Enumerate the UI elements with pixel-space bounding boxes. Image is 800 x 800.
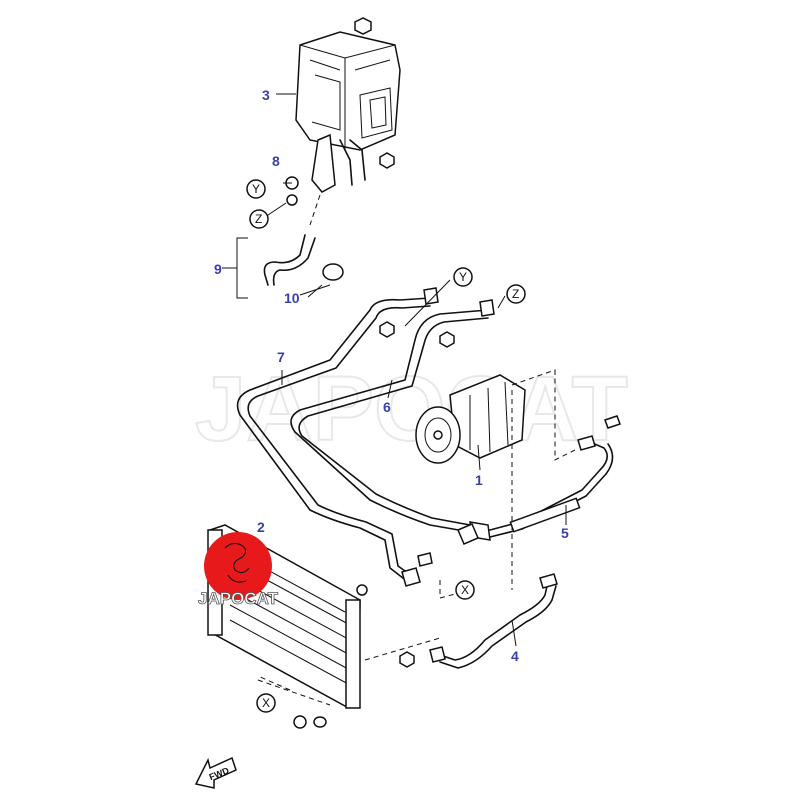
- callout-y-top: Y: [246, 179, 266, 199]
- compressor: [415, 374, 526, 464]
- svg-text:Y: Y: [252, 182, 260, 196]
- svg-text:X: X: [461, 583, 469, 597]
- evaporator-unit: [285, 17, 401, 206]
- svg-text:Z: Z: [255, 212, 262, 226]
- drain-hose: [263, 234, 306, 286]
- fwd-arrow-icon: FWD: [194, 756, 237, 789]
- label-part-3: 3: [262, 87, 270, 103]
- svg-text:Z: Z: [512, 287, 519, 301]
- label-part-10: 10: [284, 290, 300, 306]
- callout-x-pipe: X: [455, 580, 475, 600]
- callout-y-pipe: Y: [453, 267, 473, 287]
- label-part-1: 1: [475, 472, 483, 488]
- watermark-text: JAPOCAT: [195, 358, 628, 460]
- label-part-8: 8: [272, 153, 280, 169]
- svg-text:Y: Y: [459, 270, 467, 284]
- grommet: [322, 263, 344, 281]
- pipe-4: [439, 581, 549, 661]
- part-labels: 3 8 9 10 7 6 1 5 4: [214, 87, 569, 664]
- label-part-9: 9: [214, 261, 222, 277]
- svg-text:X: X: [262, 696, 270, 710]
- callout-z-top: Z: [249, 209, 269, 229]
- label-part-7: 7: [277, 349, 285, 365]
- svg-text:JAPOCAT: JAPOCAT: [198, 589, 279, 608]
- callout-x-condenser: X: [256, 693, 276, 713]
- callout-z-pipe: Z: [506, 284, 526, 304]
- label-part-2: 2: [257, 519, 265, 535]
- label-part-5: 5: [561, 525, 569, 541]
- label-part-6: 6: [383, 399, 391, 415]
- japocat-logo: JAPOCAT: [198, 532, 279, 608]
- pipes: [236, 287, 621, 587]
- label-part-4: 4: [511, 648, 519, 664]
